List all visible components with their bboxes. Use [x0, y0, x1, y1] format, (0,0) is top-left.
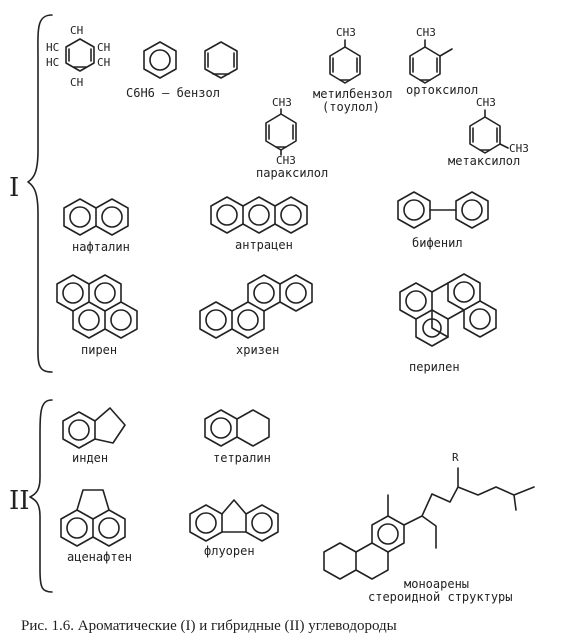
- benzene-ch-right-top: CH: [97, 41, 110, 54]
- biphenyl-structure: [397, 191, 489, 229]
- paraxylene-ch3-top: CH3: [272, 96, 292, 109]
- group-ii-brace: [29, 399, 53, 593]
- toluene-ch3: CH3: [336, 26, 356, 39]
- benzene-ch-right-bottom: CH: [97, 56, 110, 69]
- tetralin-label: тетралин: [213, 451, 271, 465]
- group-i-numeral: I: [9, 173, 19, 203]
- toluene-structure: CH3: [329, 26, 361, 84]
- benzene-ch-bottom: CH: [70, 76, 83, 89]
- group-i-brace: [27, 14, 53, 373]
- perylene-label: перилен: [409, 360, 460, 374]
- metaxylene-ch3-right: CH3: [509, 142, 529, 155]
- indene-structure: [62, 407, 126, 449]
- tetralin-structure: [204, 409, 270, 447]
- chrysene-label: хризен: [236, 343, 279, 357]
- benzene-kekule-structure: CH CH CH CH HC HC: [46, 24, 110, 89]
- metaxylene-structure: CH3 CH3: [469, 96, 529, 155]
- paraxylene-label: параксилол: [256, 166, 328, 180]
- paraxylene-ch3-bottom: CH3: [276, 154, 296, 167]
- paraxylene-structure: CH3 CH3: [265, 96, 297, 167]
- pyrene-label: пирен: [81, 343, 117, 357]
- fluorene-label: флуорен: [204, 544, 255, 558]
- benzene-circle-structure: [143, 41, 177, 79]
- naphthalene-structure: [63, 198, 129, 236]
- benzene-ch-top: CH: [70, 24, 83, 37]
- metaxylene-label: метаксилол: [448, 154, 520, 168]
- perylene-structure: [399, 273, 497, 347]
- anthracene-structure: [210, 196, 308, 234]
- toluene-label: метилбензол: [313, 87, 392, 101]
- group-ii-numeral: II: [9, 486, 30, 516]
- toluene-label-alt: (тоулол): [322, 100, 380, 114]
- benzene-hc-left-bottom: HC: [46, 56, 59, 69]
- naphthalene-label: нафталин: [72, 240, 130, 254]
- steroid-r-group: R: [452, 451, 459, 464]
- fluorene-structure: [189, 499, 279, 542]
- benzene-formula-label: C6H6 – бензол: [126, 86, 220, 100]
- figure-caption: Рис. 1.6. Ароматические (I) и гибридные …: [21, 618, 397, 634]
- acenaphthene-label: аценафтен: [67, 550, 132, 564]
- chrysene-structure: [199, 274, 313, 339]
- orthoxylene-ch3: CH3: [416, 26, 436, 39]
- orthoxylene-structure: CH3: [409, 26, 453, 84]
- biphenyl-label: бифенил: [412, 236, 463, 250]
- benzene-hc-left-top: HC: [46, 41, 59, 54]
- pyrene-structure: [56, 274, 138, 339]
- steroid-monoarene-structure: R: [323, 451, 535, 580]
- indene-label: инден: [72, 451, 108, 465]
- steroid-label-line1: моноарены: [404, 577, 469, 591]
- anthracene-label: антрацен: [235, 238, 293, 252]
- orthoxylene-label: ортоксилол: [406, 83, 478, 97]
- metaxylene-ch3-top: CH3: [476, 96, 496, 109]
- benzene-double-bond-structure: [204, 41, 238, 79]
- acenaphthene-structure: [60, 489, 126, 547]
- steroid-label-line2: стероидной структуры: [368, 590, 513, 604]
